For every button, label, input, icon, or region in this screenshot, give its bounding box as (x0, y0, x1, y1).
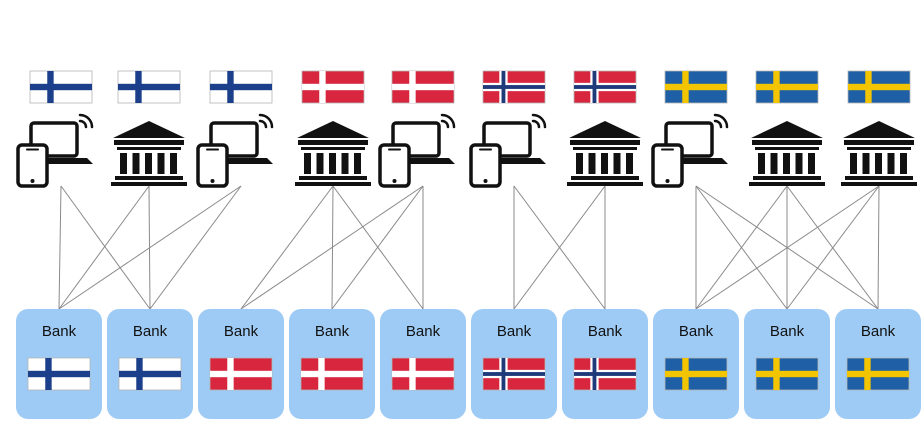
flag-norway (573, 70, 637, 104)
devices-icon (16, 113, 94, 188)
devices-icon (378, 113, 456, 188)
bank-flag-finland (27, 357, 91, 391)
connector-line (513, 185, 606, 310)
bank-label: Bank (497, 323, 532, 340)
connector-line (58, 185, 62, 310)
entity-denmark (295, 70, 371, 186)
entity-finland (16, 70, 94, 188)
bank-label: Bank (133, 323, 168, 340)
bank-box: Bank (380, 309, 466, 419)
devices-icon (469, 113, 547, 188)
flag-sweden (664, 70, 728, 104)
entity-denmark (378, 70, 456, 188)
entity-sweden (841, 70, 917, 186)
connector-line (149, 185, 242, 310)
entity-norway (469, 70, 547, 188)
connector-line (58, 185, 242, 310)
connector-line (240, 185, 334, 310)
entity-sweden (749, 70, 825, 186)
bank-flag-denmark (300, 357, 364, 391)
bank-box: Bank (289, 309, 375, 419)
bank-label: Bank (42, 323, 77, 340)
bank-label: Bank (679, 323, 714, 340)
flag-finland (209, 70, 273, 104)
bank-box: Bank (653, 309, 739, 419)
bank-label: Bank (770, 323, 805, 340)
flag-denmark (391, 70, 455, 104)
bank-label: Bank (224, 323, 259, 340)
connector-line (60, 185, 151, 310)
connector-line (695, 185, 880, 310)
bank-box: Bank (835, 309, 921, 419)
bank-flag-denmark (209, 357, 273, 391)
flag-denmark (301, 70, 365, 104)
bank-label: Bank (315, 323, 350, 340)
bank-box: Bank (107, 309, 193, 419)
flag-norway (482, 70, 546, 104)
bank-building-icon (749, 121, 825, 186)
bank-label: Bank (861, 323, 896, 340)
flag-sweden (847, 70, 911, 104)
bank-flag-denmark (391, 357, 455, 391)
connector-line (695, 185, 788, 310)
entity-finland (111, 70, 187, 186)
bank-flag-finland (118, 357, 182, 391)
entity-norway (567, 70, 643, 186)
bank-building-icon (295, 121, 371, 186)
bank-label: Bank (588, 323, 623, 340)
connector-line (240, 185, 424, 310)
bank-label: Bank (406, 323, 441, 340)
flag-finland (117, 70, 181, 104)
bank-flag-sweden (755, 357, 819, 391)
bank-boxes: Bank Bank Bank Bank Bank Bank Bank Bank Bank Bank (16, 309, 921, 419)
bank-flag-sweden (846, 357, 910, 391)
bank-box: Bank (198, 309, 284, 419)
bank-flag-norway (573, 357, 637, 391)
devices-icon (196, 113, 274, 188)
bank-flag-sweden (664, 357, 728, 391)
devices-icon (651, 113, 729, 188)
connector-line (786, 185, 880, 310)
bank-box: Bank (16, 309, 102, 419)
entity-finland (196, 70, 274, 188)
flag-sweden (755, 70, 819, 104)
bank-box: Bank (471, 309, 557, 419)
bank-building-icon (841, 121, 917, 186)
bank-building-icon (111, 121, 187, 186)
bank-box: Bank (744, 309, 830, 419)
connector-line (877, 185, 880, 310)
entity-row (16, 70, 917, 188)
bank-flag-norway (482, 357, 546, 391)
bank-box: Bank (562, 309, 648, 419)
connector-lines (58, 185, 880, 310)
connector-line (58, 185, 150, 310)
flag-finland (29, 70, 93, 104)
connector-line (331, 185, 424, 310)
entity-sweden (651, 70, 729, 188)
bank-building-icon (567, 121, 643, 186)
